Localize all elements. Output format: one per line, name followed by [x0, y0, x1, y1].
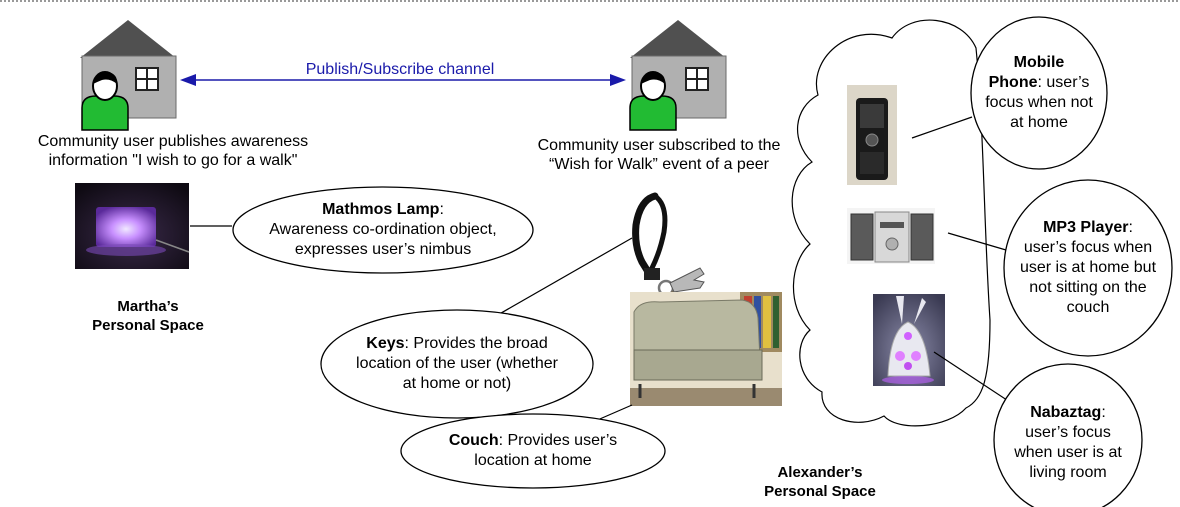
couch-bubble-title-line: Couch: Provides user’s [449, 431, 617, 451]
mp3-bubble-title-suffix: : [1128, 219, 1133, 236]
mp3-bubble-title-line: MP3 Player: [1043, 218, 1133, 238]
nabaztag-bubble-title: Nabaztag [1030, 404, 1102, 421]
mobile-connector [911, 116, 973, 139]
lamp-bubble-line2: Awareness co-ordination object, [269, 221, 497, 238]
couch-bubble-line2: location at home [474, 452, 592, 469]
nabaztag-bubble-outline [993, 363, 1143, 507]
martha-space-label: Martha’s Personal Space [60, 297, 236, 335]
keys-bubble-title: Keys [366, 335, 405, 352]
pubsub-channel-label: Publish/Subscribe channel [305, 61, 495, 78]
mp3-bubble-line2: user’s focus when [1023, 239, 1153, 256]
pubsub-arrow [180, 74, 626, 86]
keys-bubble-line3: at home or not) [402, 375, 512, 392]
mobile-phone-photo [847, 85, 897, 185]
couch-bubble-title-suffix: : Provides user’s [498, 432, 618, 449]
mp3-bubble-line4: not sitting on the [1029, 279, 1147, 296]
publisher-caption: Community user publishes awareness infor… [0, 132, 346, 170]
subscriber-caption: Community user subscribed to the “Wish f… [500, 136, 818, 174]
couch-bubble-outline [400, 413, 666, 489]
keys-bubble: Keys: Provides the broad location of the… [321, 310, 593, 418]
keys-photo [632, 192, 705, 307]
couch-bubble-title: Couch [448, 432, 499, 449]
lamp-bubble-title-line: Mathmos Lamp: [322, 200, 444, 220]
alexander-space-line1: Alexander’s [777, 464, 863, 481]
publisher-caption-line2: information "I wish to go for a walk" [48, 152, 298, 169]
nabaztag-bubble-title-suffix: : [1101, 404, 1106, 421]
keys-bubble-outline [320, 309, 594, 419]
mp3-bubble-outline [1003, 179, 1173, 357]
lamp-bubble-line3: expresses user’s nimbus [294, 241, 472, 258]
subscriber-caption-line2: “Wish for Walk” event of a peer [549, 156, 769, 173]
mp3-player-photo [847, 208, 935, 264]
lamp-bubble-outline [232, 186, 534, 274]
mobile-bubble-line3: focus when not [985, 94, 1093, 111]
mp3-bubble-line5: couch [1066, 299, 1110, 316]
nabaztag-bubble-line2: user’s focus [1025, 424, 1111, 441]
subscriber-house-icon [630, 20, 727, 119]
mathmos-lamp-photo [75, 183, 190, 269]
couch-bubble: Couch: Provides user’s location at home [401, 414, 665, 488]
mobile-bubble: Mobile Phone: user’s focus when not at h… [971, 17, 1107, 169]
subscriber-caption-line1: Community user subscribed to the [537, 137, 781, 154]
nabaztag-bubble-line4: living room [1029, 464, 1107, 481]
subscriber-user-icon [629, 71, 677, 131]
lamp-bubble: Mathmos Lamp: Awareness co-ordination ob… [233, 187, 533, 273]
keys-bubble-line2: location of the user (whether [356, 355, 558, 372]
nabaztag-photo [873, 294, 945, 386]
martha-space-line1: Martha’s [117, 298, 179, 315]
mobile-bubble-title-line1: Mobile [1013, 54, 1065, 71]
lamp-bubble-title-suffix: : [439, 201, 444, 218]
mp3-connector [947, 232, 1007, 251]
mp3-bubble: MP3 Player: user’s focus when user is at… [1004, 180, 1172, 356]
martha-space-line2: Personal Space [92, 317, 204, 334]
mobile-bubble-line4: at home [1010, 114, 1068, 131]
mobile-bubble-outline [970, 16, 1108, 170]
publisher-caption-line1: Community user publishes awareness [37, 133, 309, 150]
mobile-bubble-title-line2: Phone: user’s [989, 73, 1090, 93]
nabaztag-bubble-title-line: Nabaztag: [1030, 403, 1106, 423]
mobile-bubble-title: Phone [988, 74, 1038, 91]
keys-bubble-title-line: Keys: Provides the broad [366, 334, 547, 354]
keys-bubble-title-suffix: : Provides the broad [404, 335, 548, 352]
nabaztag-bubble: Nabaztag: user’s focus when user is at l… [994, 380, 1142, 506]
mp3-bubble-line3: user is at home but [1019, 259, 1157, 276]
alexander-space-label: Alexander’s Personal Space [730, 463, 910, 501]
alexander-space-line2: Personal Space [764, 483, 876, 500]
lamp-bubble-title: Mathmos Lamp [322, 201, 440, 218]
mobile-bubble-title-suffix: : user’s [1037, 74, 1090, 91]
nabaztag-bubble-line3: when user is at [1014, 444, 1122, 461]
couch-photo [630, 292, 782, 406]
publisher-user-icon [81, 71, 129, 131]
mp3-bubble-title: MP3 Player [1043, 219, 1129, 236]
